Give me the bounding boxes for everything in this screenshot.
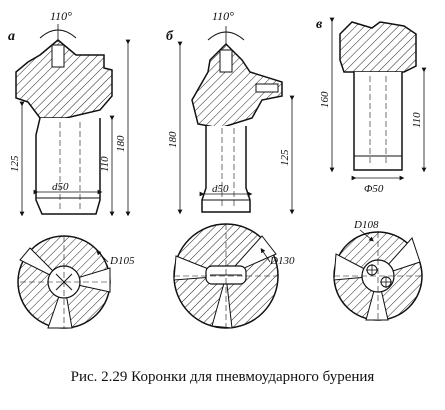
- shank-c: [353, 72, 403, 171]
- face-diameter-a: D105: [109, 255, 135, 267]
- shank-b: [201, 126, 251, 213]
- shank-diameter-b: d50: [212, 183, 229, 195]
- shank-diameter-c: Φ50: [364, 183, 384, 195]
- figure-caption: Рис. 2.29 Коронки для пневмоударного бур…: [70, 369, 375, 385]
- height-label-a-1: 125: [9, 155, 21, 172]
- height-label-b-2: 125: [279, 149, 291, 166]
- shank-diameter-a: d50: [52, 181, 69, 193]
- drawing-c: в 160 110 Φ50 D108: [316, 17, 427, 321]
- face-view-b: D130: [173, 223, 295, 329]
- height-label-b-1: 180: [167, 131, 179, 148]
- panel-letter-c: в: [316, 17, 323, 32]
- bit-head-section-a: [15, 39, 113, 119]
- angle-label-a: 110°: [50, 9, 72, 23]
- shank-a: [35, 117, 101, 215]
- face-view-a: D105: [17, 235, 135, 329]
- drawing-a: а 110° 125 110 180 d50 D105: [8, 9, 135, 329]
- angle-label-b: 110°: [212, 9, 234, 23]
- height-label-c-2: 110: [411, 112, 423, 128]
- bit-head-section-b: [191, 42, 283, 129]
- face-diameter-c: D108: [353, 219, 379, 231]
- height-label-a-3: 180: [115, 135, 127, 152]
- panel-letter-a: а: [8, 29, 15, 44]
- bit-head-section-c: [339, 21, 417, 73]
- panel-letter-b: б: [166, 29, 174, 44]
- height-label-c-1: 160: [319, 91, 331, 108]
- height-label-a-2: 110: [99, 156, 111, 172]
- drawing-b: б 110° 180 125 d50 D130: [166, 9, 295, 329]
- face-diameter-b: D130: [269, 255, 295, 267]
- face-view-c: D108: [333, 219, 423, 321]
